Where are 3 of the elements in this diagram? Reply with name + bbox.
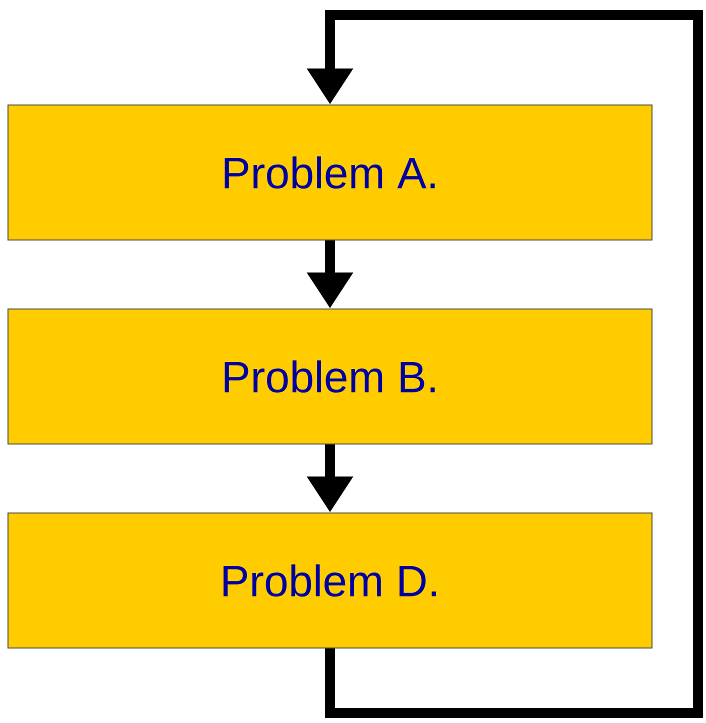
process-box: Problem A.: [8, 104, 652, 240]
process-box: Problem B.: [8, 308, 652, 444]
process-box: Problem D.: [8, 512, 652, 648]
